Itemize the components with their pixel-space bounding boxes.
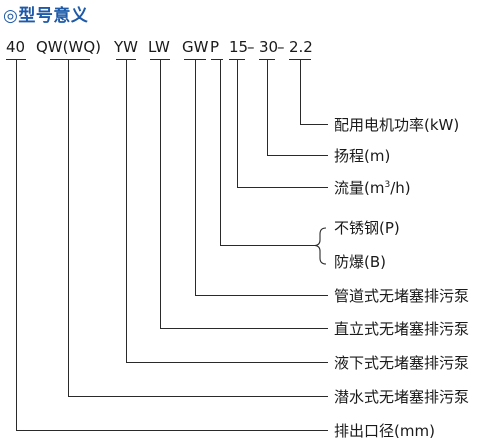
desc-power: 配用电机功率(kW) <box>334 116 460 134</box>
code-yw: YW <box>114 38 138 56</box>
desc-explosion: 防爆(B) <box>334 253 386 271</box>
section-title: ◎型号意义 <box>3 6 89 26</box>
leader-head <box>267 60 328 156</box>
desc-qw: 潜水式无堵塞排污泵 <box>334 388 470 406</box>
code-diameter: 40 <box>6 38 26 56</box>
desc-outlet: 排出口径(mm) <box>334 422 435 440</box>
desc-gw: 管道式无堵塞排污泵 <box>334 287 470 305</box>
leader-gw <box>195 60 328 296</box>
code-series: QW(WQ) <box>36 38 101 56</box>
leader-yw <box>126 60 328 363</box>
code-flow: 15 <box>229 38 249 56</box>
code-dash-1: – <box>247 38 255 56</box>
code-head: 30 <box>259 38 279 56</box>
code-dash-2: – <box>277 38 285 56</box>
leader-lw <box>160 60 328 329</box>
code-p: P <box>210 38 220 56</box>
desc-flow-suffix: /h) <box>390 179 411 197</box>
leader-qw <box>68 60 328 397</box>
leader-power <box>300 60 328 125</box>
desc-flow-superscript: 3 <box>384 180 391 190</box>
desc-head: 扬程(m) <box>334 147 391 165</box>
desc-yw: 液下式无堵塞排污泵 <box>334 354 470 372</box>
leader-p <box>220 60 316 246</box>
option-brace <box>314 227 327 265</box>
desc-lw: 直立式无堵塞排污泵 <box>334 320 470 338</box>
code-lw: LW <box>148 38 170 56</box>
leader-diameter <box>16 60 328 431</box>
desc-stainless: 不锈钢(P) <box>334 219 400 237</box>
desc-flow-prefix: 流量(m <box>334 179 385 197</box>
code-power: 2.2 <box>289 38 313 56</box>
code-gw: GW <box>182 38 209 56</box>
leader-flow <box>237 60 328 188</box>
desc-flow: 流量(m3/h) <box>334 179 411 197</box>
